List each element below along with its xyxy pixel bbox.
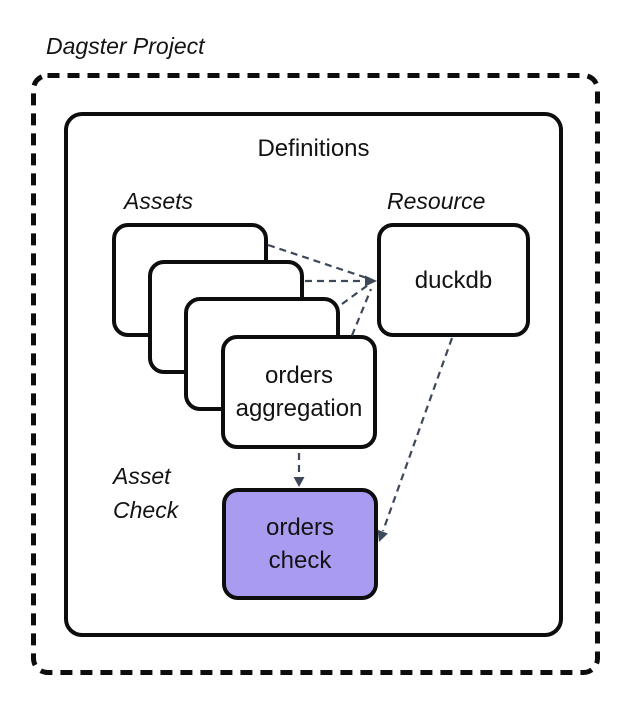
orders-check-label-line2: check [268, 547, 332, 574]
orders-check-node: orders check [222, 488, 378, 600]
project-label: Dagster Project [46, 33, 205, 59]
definitions-label: Definitions [257, 135, 370, 162]
orders-aggregation-label-line1: orders [264, 362, 334, 389]
resource-group-label: Resource [387, 188, 486, 214]
asset-check-group-label: Asset Check [113, 463, 179, 523]
duckdb-label: duckdb [414, 266, 493, 294]
orders-aggregation-label-line2: aggregation [235, 395, 363, 422]
assets-group-label: Assets [124, 188, 194, 214]
orders-check-label-line1: orders [265, 514, 335, 541]
orders-aggregation-node: orders aggregation [221, 335, 377, 449]
duckdb-resource-node: duckdb [377, 223, 530, 337]
